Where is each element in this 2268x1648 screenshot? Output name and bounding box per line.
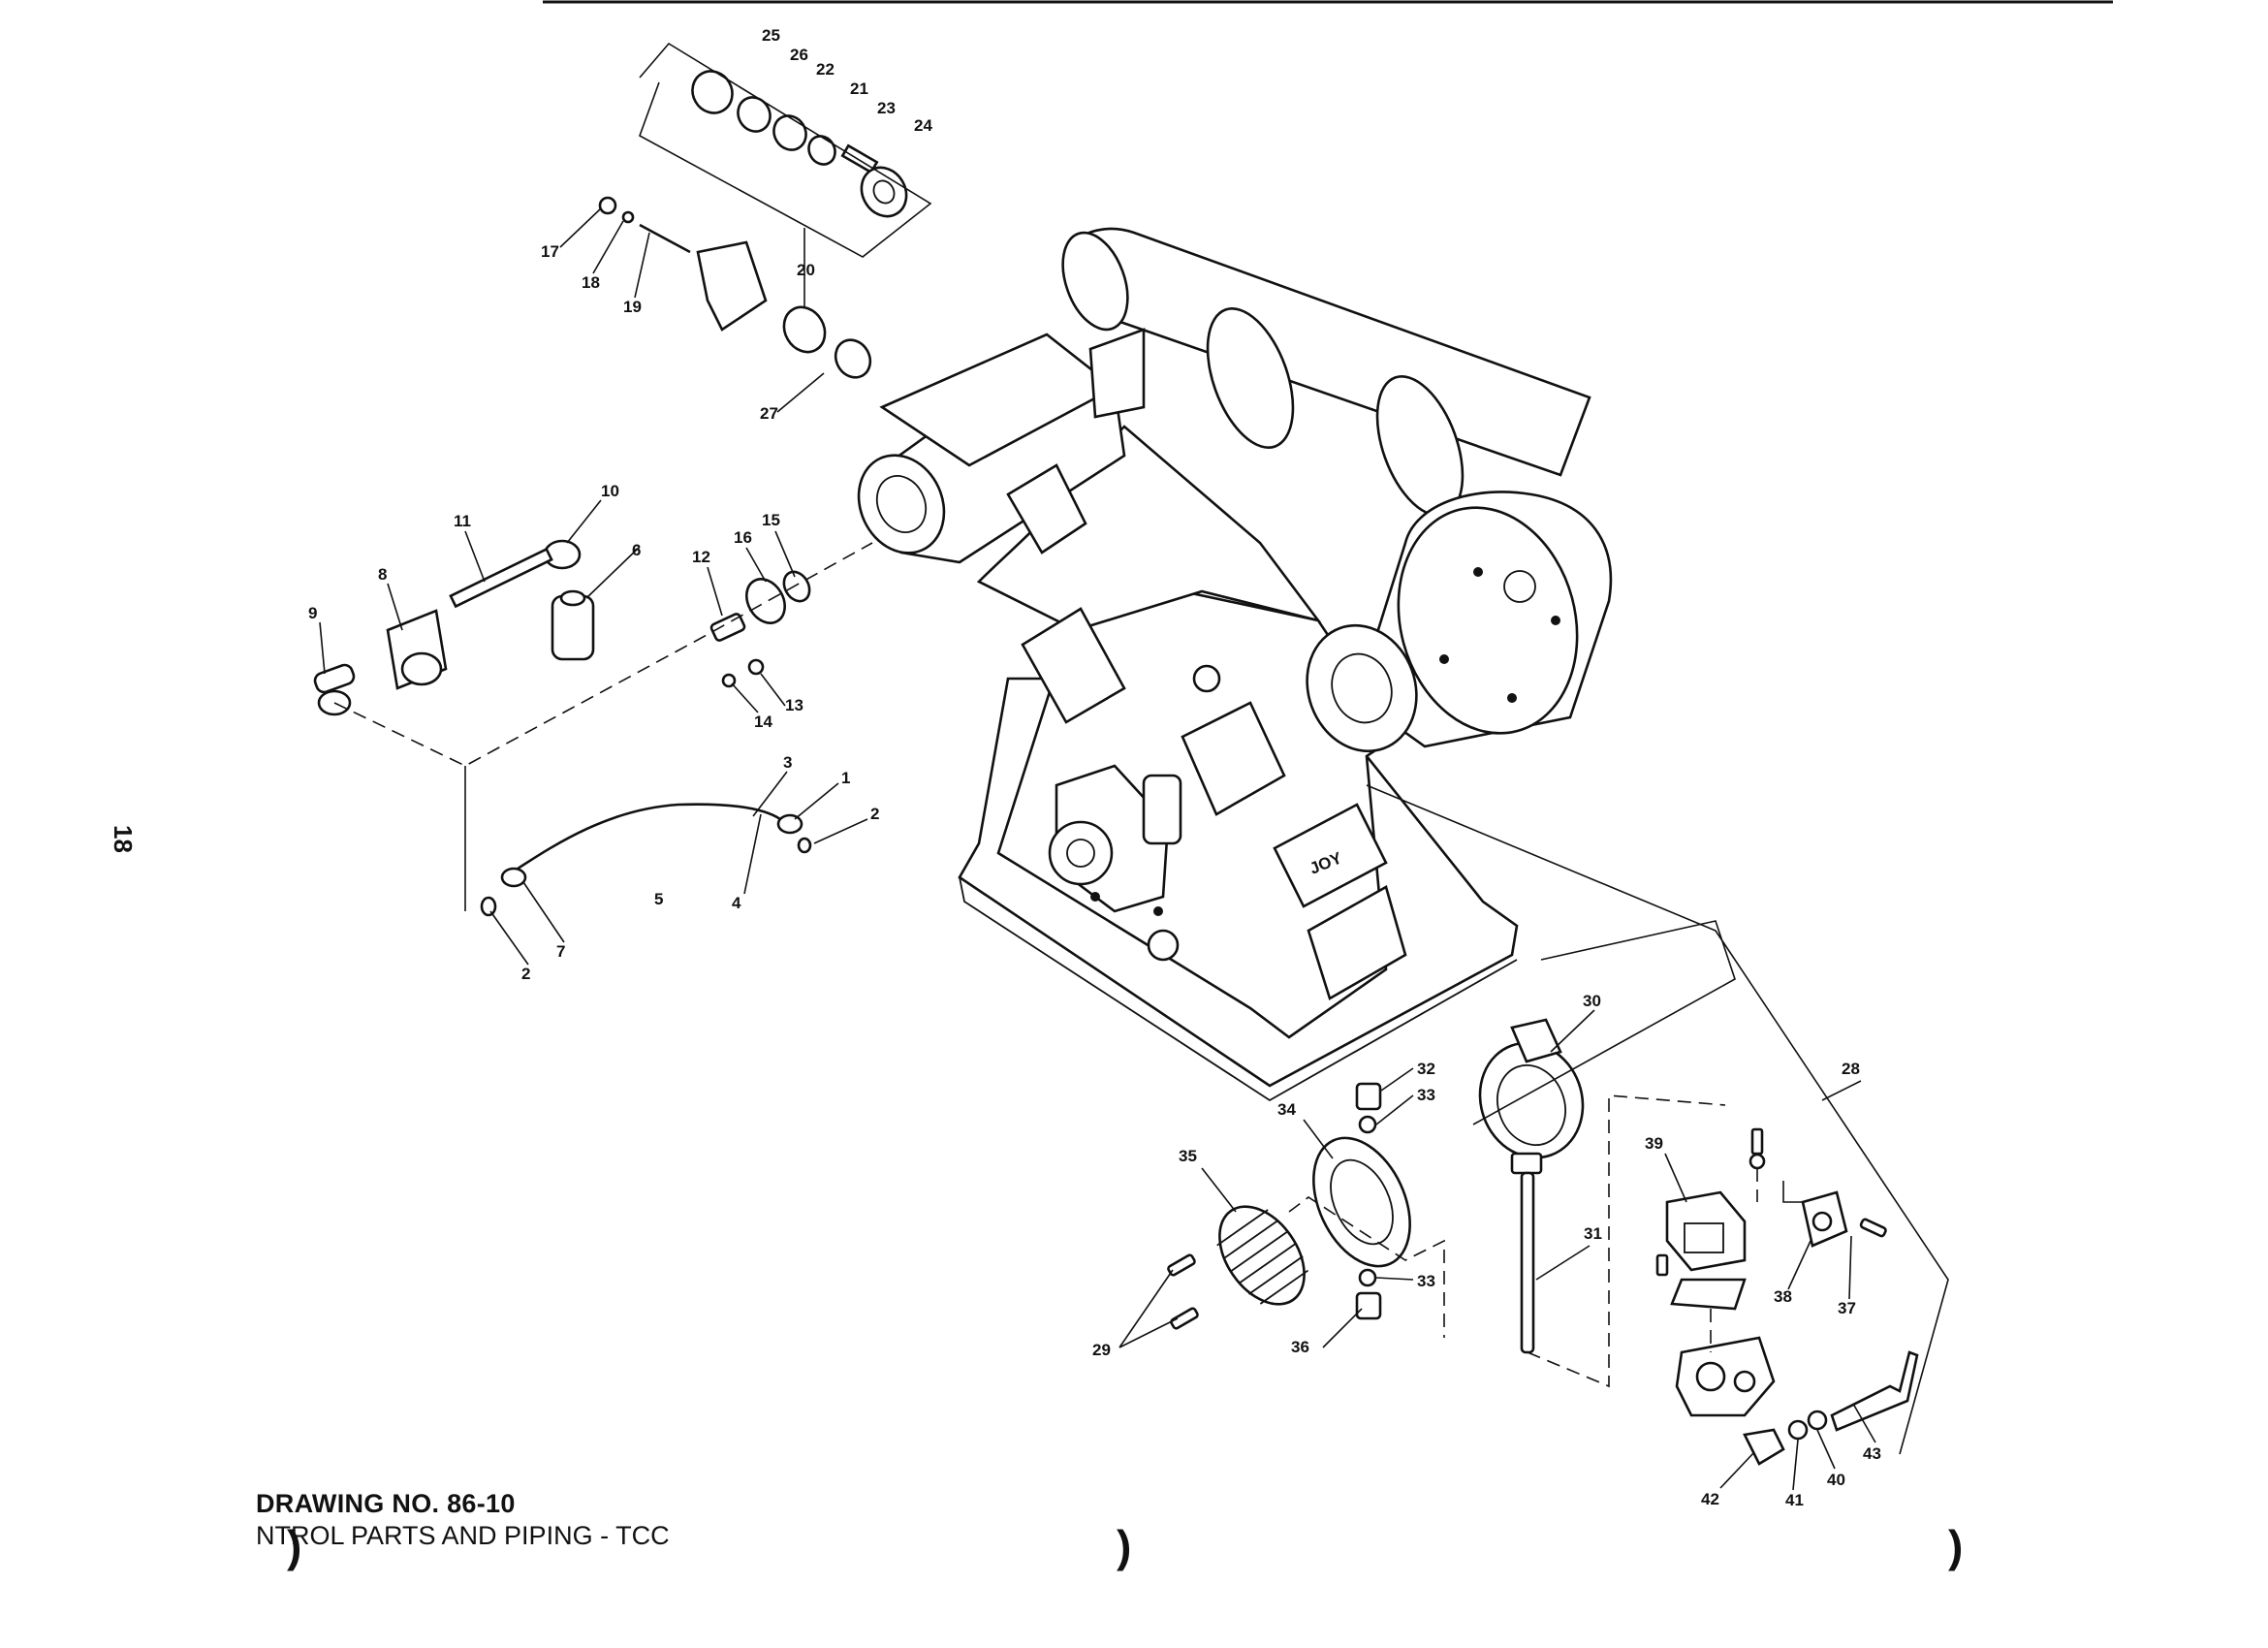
callout-35: 35 <box>1179 1147 1197 1165</box>
callout-16: 16 <box>734 528 752 547</box>
page-mark-center: ) <box>1117 1521 1132 1571</box>
callout-19: 19 <box>623 298 642 316</box>
callout-32: 32 <box>1417 1060 1435 1078</box>
callout-28: 28 <box>1842 1060 1860 1078</box>
callout-5: 5 <box>654 890 663 908</box>
parts-group-lower <box>1167 784 1949 1466</box>
callout-9: 9 <box>308 604 317 622</box>
callout-13: 13 <box>785 696 803 714</box>
right-cylinder <box>1306 491 1613 753</box>
callout-31: 31 <box>1584 1224 1602 1243</box>
parts-group-left <box>313 539 873 917</box>
callout-11: 11 <box>454 512 471 530</box>
callout-15: 15 <box>762 511 780 529</box>
callout-12: 12 <box>692 548 710 566</box>
drawing-number: DRAWING NO. 86-10 <box>256 1489 516 1518</box>
callout-33b: 33 <box>1417 1272 1435 1290</box>
callout-2b: 2 <box>521 965 530 983</box>
callout-33a: 33 <box>1417 1086 1435 1104</box>
callout-20: 20 <box>797 261 815 279</box>
callout-37: 37 <box>1838 1299 1856 1317</box>
callout-23: 23 <box>877 99 896 117</box>
callout-1: 1 <box>841 769 850 787</box>
callout-8: 8 <box>378 565 387 584</box>
callout-25: 25 <box>762 26 780 45</box>
callout-labels: 1 2 2 3 4 5 6 7 8 9 10 11 12 13 14 15 16… <box>308 26 1881 1509</box>
callout-22: 22 <box>816 60 835 79</box>
callout-30: 30 <box>1583 992 1601 1010</box>
callout-14: 14 <box>754 713 772 731</box>
callout-26: 26 <box>790 46 808 64</box>
callout-18: 18 <box>582 273 600 292</box>
callout-36: 36 <box>1291 1338 1309 1356</box>
callout-4: 4 <box>732 894 741 912</box>
callout-24: 24 <box>914 116 932 135</box>
compressor-frame: JOY <box>958 425 1519 1102</box>
callout-17: 17 <box>541 242 559 261</box>
callout-21: 21 <box>850 79 868 98</box>
callout-34: 34 <box>1277 1100 1296 1119</box>
callout-40: 40 <box>1827 1471 1845 1489</box>
left-cylinder <box>857 333 1126 564</box>
callout-42: 42 <box>1701 1490 1719 1508</box>
callout-41: 41 <box>1785 1491 1804 1509</box>
callout-38: 38 <box>1774 1287 1792 1306</box>
parts-group-upper-left <box>598 42 932 379</box>
oil-pump <box>1048 764 1182 916</box>
callout-27: 27 <box>760 404 778 423</box>
callout-39: 39 <box>1645 1134 1663 1153</box>
callout-3: 3 <box>783 753 792 772</box>
leader-lines <box>319 207 1876 1491</box>
drawing-title: NTROL PARTS AND PIPING - TCC <box>256 1521 670 1550</box>
page-mark-left: ) <box>287 1521 302 1571</box>
callout-2a: 2 <box>870 805 879 823</box>
callout-7: 7 <box>556 942 565 961</box>
brand-plate: JOY <box>1273 803 1407 1000</box>
callout-29: 29 <box>1092 1341 1111 1359</box>
callout-10: 10 <box>601 482 619 500</box>
page-mark-right: ) <box>1948 1521 1964 1571</box>
discharge-pipe <box>1061 227 1591 517</box>
callout-43: 43 <box>1863 1444 1881 1463</box>
title-block: DRAWING NO. 86-10 NTROL PARTS AND PIPING… <box>256 1489 670 1551</box>
